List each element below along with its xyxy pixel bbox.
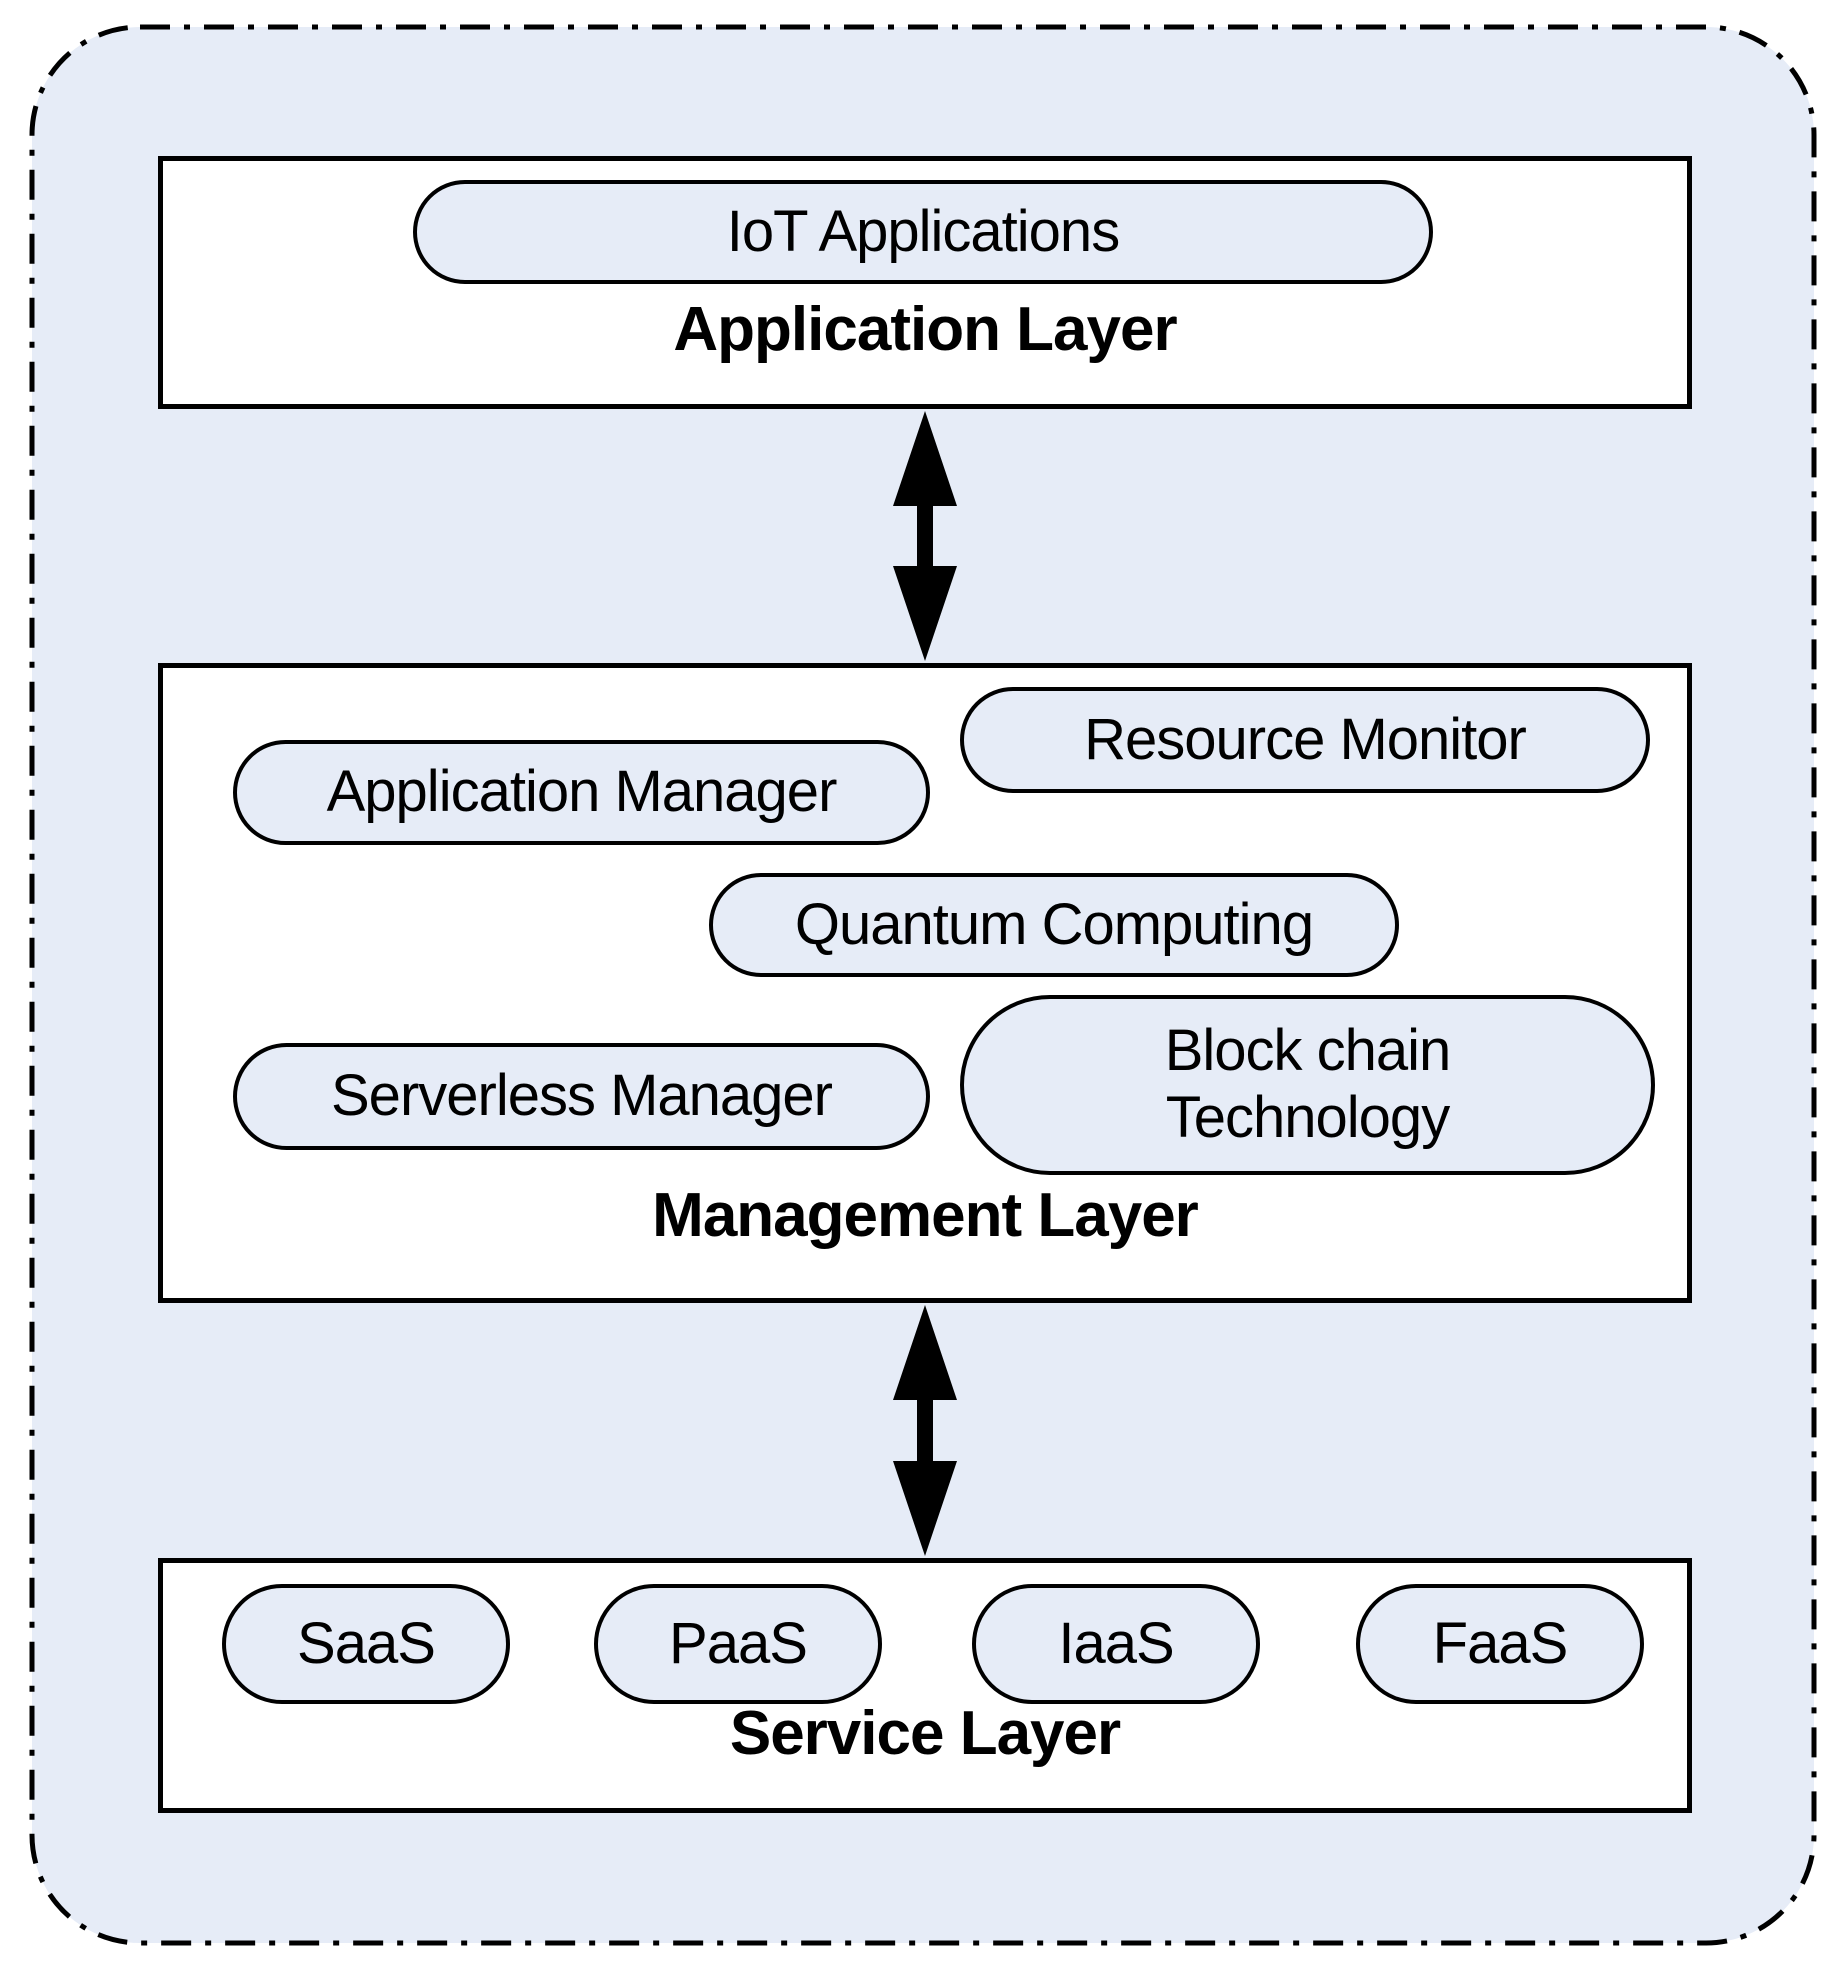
application-layer-title: Application Layer [673, 295, 1177, 364]
pill-iaas: IaaS [972, 1584, 1260, 1704]
pill-iot-applications: IoT Applications [413, 180, 1433, 284]
management-layer-title: Management Layer [652, 1181, 1199, 1250]
pill-serverless-manager: Serverless Manager [233, 1043, 930, 1150]
pill-resource-monitor: Resource Monitor [960, 687, 1650, 793]
pill-application-manager: Application Manager [233, 740, 930, 845]
arrow-application-management [893, 411, 957, 661]
pill-quantum-computing: Quantum Computing [709, 873, 1399, 977]
pill-paas: PaaS [594, 1584, 882, 1704]
pill-saas: SaaS [222, 1584, 510, 1704]
pill-blockchain-technology: Block chain Technology [960, 995, 1655, 1175]
service-layer-title: Service Layer [729, 1699, 1121, 1768]
arrow-management-service [893, 1305, 957, 1556]
pill-faas: FaaS [1356, 1584, 1644, 1704]
